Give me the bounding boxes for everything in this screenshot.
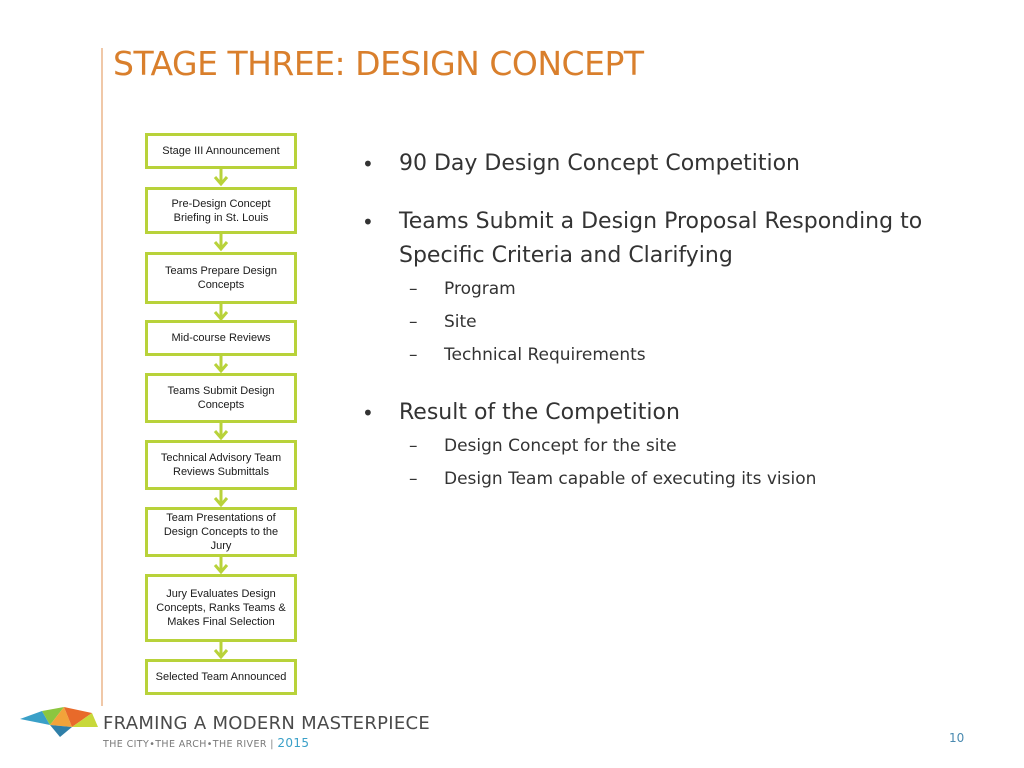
flow-step-4: Mid-course Reviews — [145, 320, 297, 356]
brand-tagline-text: THE CITY•THE ARCH•THE RIVER — [103, 739, 267, 750]
flow-arrow-icon — [213, 423, 229, 441]
sub-bullet-item: – Design Concept for the site — [362, 430, 982, 463]
sub-bullet-text: Program — [444, 279, 516, 299]
sub-bullet-item: – Technical Requirements — [362, 339, 982, 372]
brand-name: FRAMING A MODERN MASTERPIECE — [103, 713, 431, 734]
bullet-text: Result of the Competition — [399, 400, 680, 425]
sub-bullet-item: – Site — [362, 306, 982, 339]
flow-arrow-icon — [213, 490, 229, 508]
bullet-item: • Teams Submit a Design Proposal Respondi… — [362, 205, 982, 273]
flow-step-5: Teams Submit Design Concepts — [145, 373, 297, 423]
flow-arrow-icon — [213, 557, 229, 575]
sub-bullet-item: – Design Team capable of executing its vi… — [362, 463, 982, 496]
flow-arrow-icon — [213, 234, 229, 252]
dash-icon: – — [409, 469, 418, 489]
sub-bullet-text: Design Team capable of executing its vis… — [444, 469, 817, 489]
flow-arrow-icon — [213, 642, 229, 660]
brand-year: 2015 — [277, 736, 310, 750]
brand-tagline: THE CITY•THE ARCH•THE RIVER | 2015 — [103, 736, 310, 750]
bullet-item: • 90 Day Design Concept Competition — [362, 147, 982, 181]
flow-step-6: Technical Advisory Team Reviews Submitta… — [145, 440, 297, 490]
bullet-text: Teams Submit a Design Proposal Respondin… — [399, 209, 923, 268]
dash-icon: – — [409, 312, 418, 332]
dash-icon: – — [409, 436, 418, 456]
dash-icon: – — [409, 279, 418, 299]
flow-step-9: Selected Team Announced — [145, 659, 297, 695]
flow-step-3: Teams Prepare Design Concepts — [145, 252, 297, 304]
sub-bullet-item: – Program — [362, 273, 982, 306]
sub-bullet-text: Technical Requirements — [444, 345, 646, 365]
bullet-dot-icon: • — [362, 401, 374, 425]
sub-bullet-text: Site — [444, 312, 477, 332]
flow-arrow-icon — [213, 304, 229, 322]
flow-step-7: Team Presentations of Design Concepts to… — [145, 507, 297, 557]
page-number: 10 — [949, 731, 965, 745]
arch-bird-logo-icon — [20, 707, 98, 737]
bullet-item: • Result of the Competition — [362, 396, 982, 430]
dash-icon: – — [409, 345, 418, 365]
bullet-dot-icon: • — [362, 152, 374, 176]
flow-step-2: Pre-Design Concept Briefing in St. Louis — [145, 187, 297, 234]
bullet-list: • 90 Day Design Concept Competition • Team… — [362, 147, 982, 496]
flow-step-8: Jury Evaluates Design Concepts, Ranks Te… — [145, 574, 297, 642]
flow-arrow-icon — [213, 356, 229, 374]
bullet-dot-icon: • — [362, 210, 374, 234]
sub-bullet-text: Design Concept for the site — [444, 436, 677, 456]
flow-arrow-icon — [213, 169, 229, 187]
bullet-text: 90 Day Design Concept Competition — [399, 151, 800, 176]
slide-title: STAGE THREE: DESIGN CONCEPT — [113, 44, 644, 83]
flow-step-1: Stage III Announcement — [145, 133, 297, 169]
title-accent-rule — [101, 48, 103, 706]
